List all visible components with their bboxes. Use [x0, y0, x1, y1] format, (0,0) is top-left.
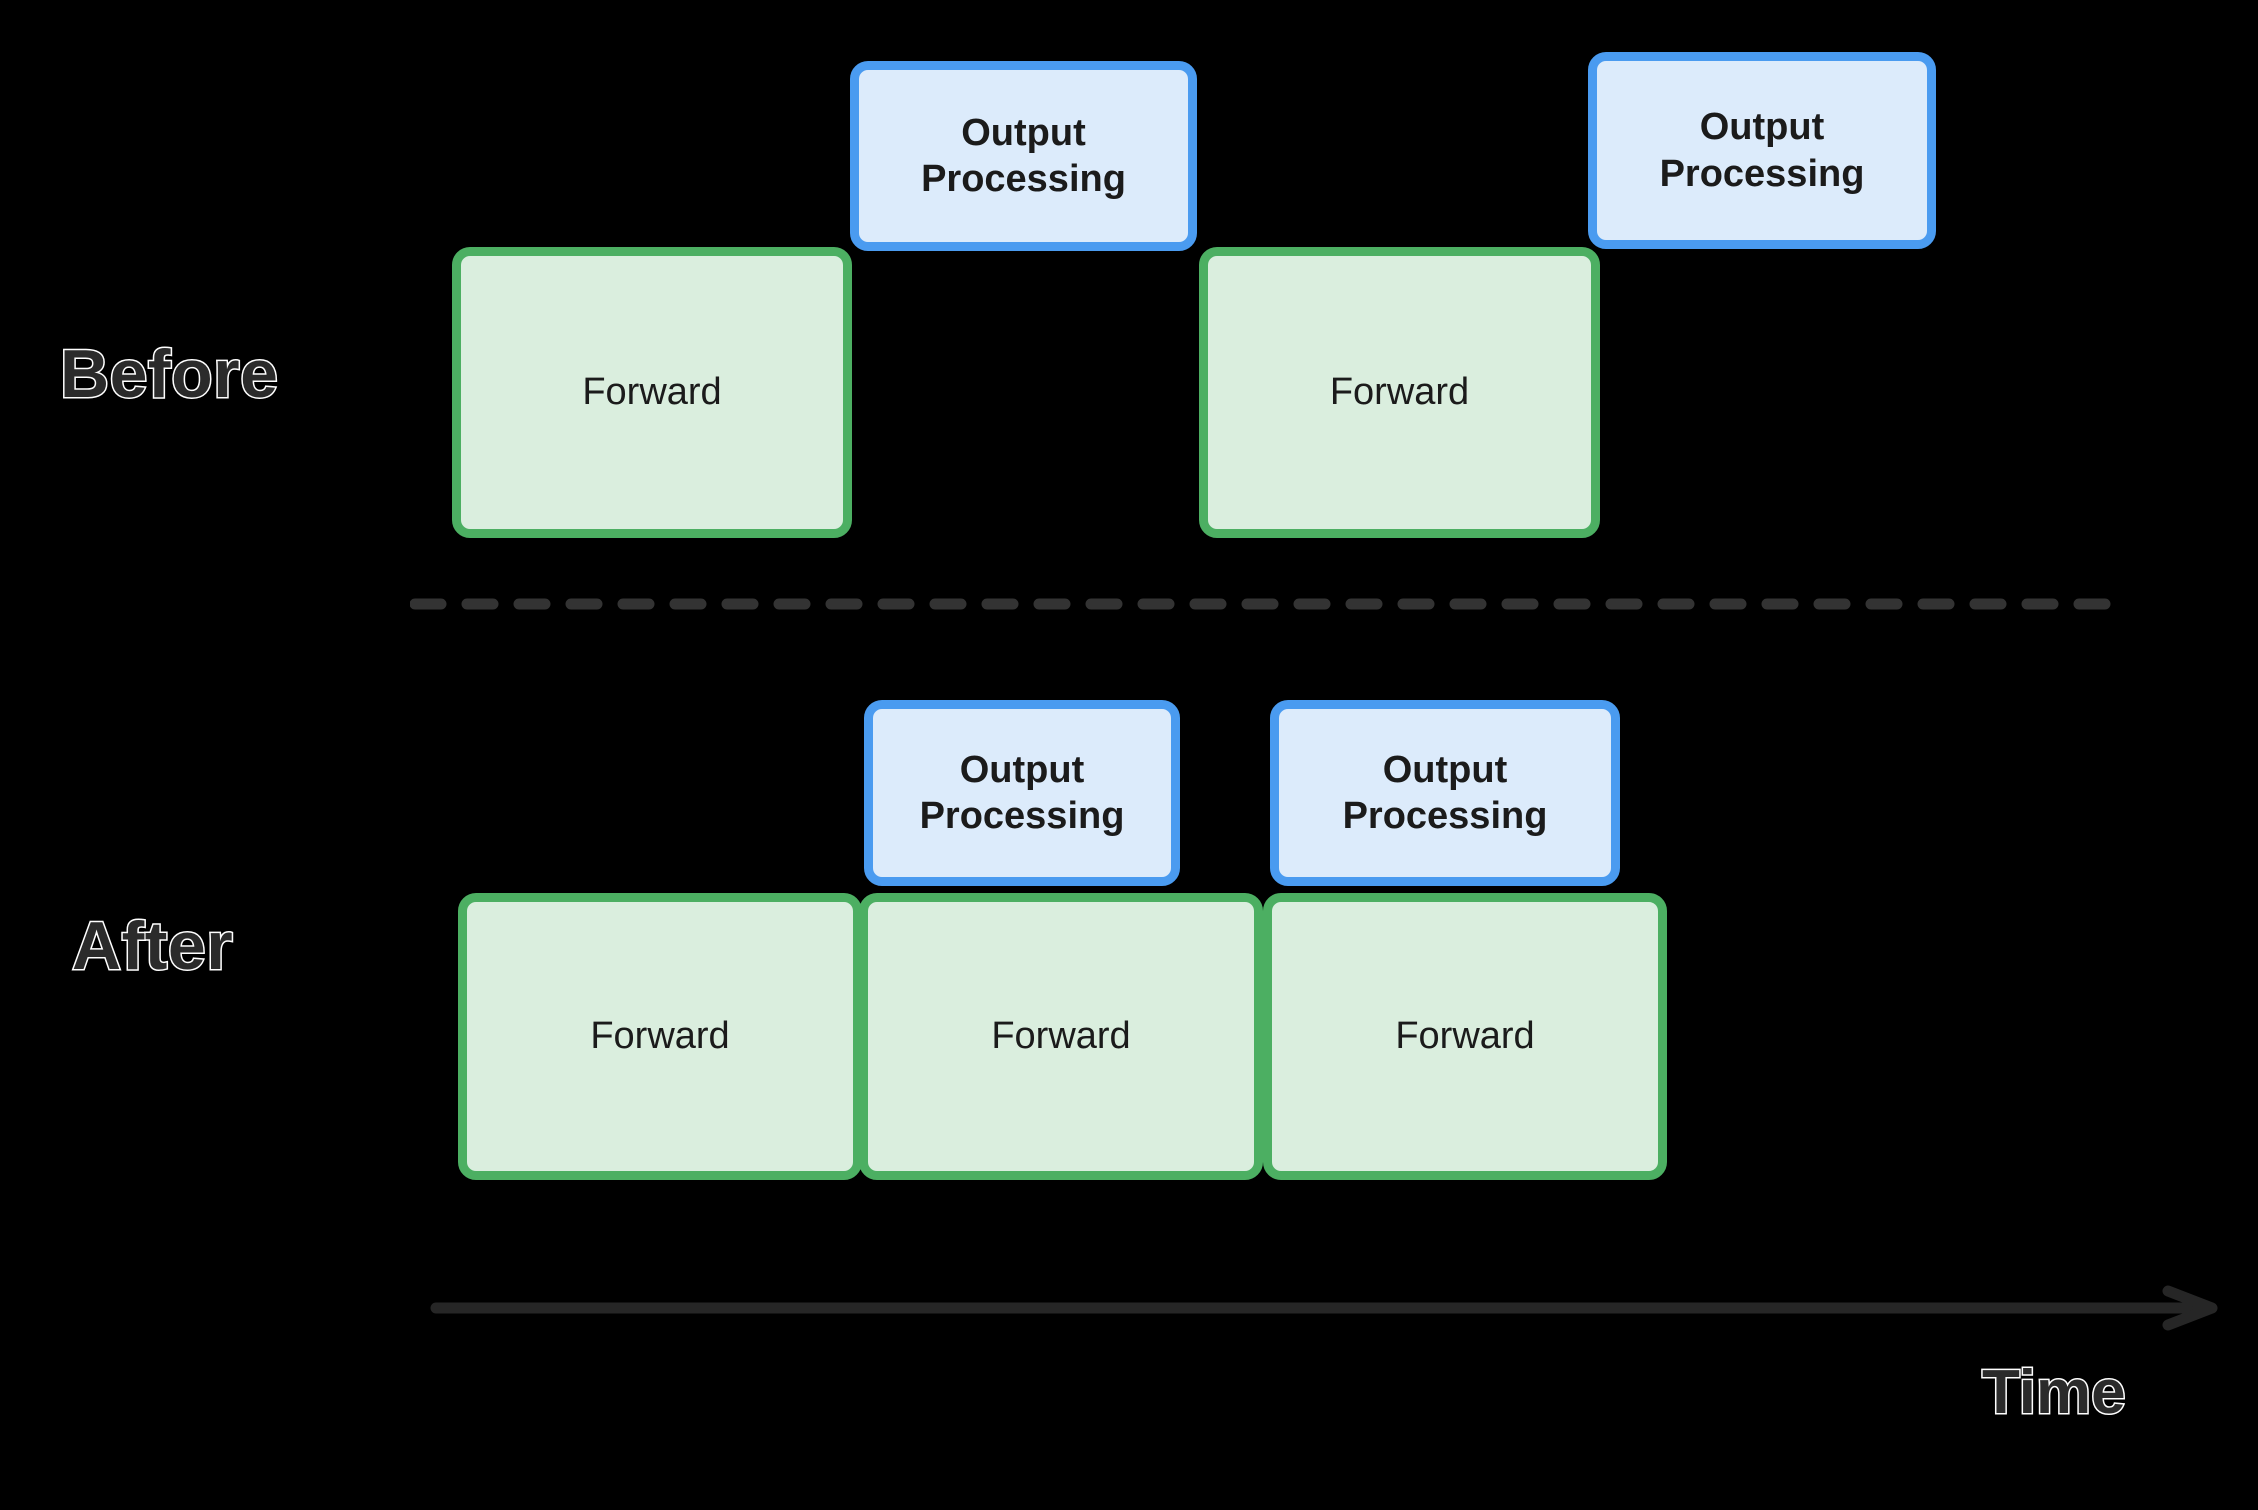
row-label-after: After — [70, 908, 234, 984]
row-label-before: Before — [58, 336, 279, 412]
output-processing-block-after-1-line2: Processing — [919, 795, 1125, 837]
time-axis-arrow-icon — [430, 1285, 2218, 1331]
forward-block-after-2-text: Forward — [991, 1015, 1131, 1058]
forward-block-before-2: Forward — [1199, 247, 1600, 538]
time-axis-arrowhead — [2162, 1285, 2218, 1331]
output-processing-block-before-1-line1: Output — [961, 111, 1086, 154]
output-processing-block-before-1-line2: Processing — [921, 158, 1126, 200]
forward-block-after-1-text: Forward — [590, 1015, 730, 1058]
output-processing-block-after-2-line2: Processing — [1342, 795, 1548, 837]
time-axis-label: Time — [1981, 1358, 2128, 1427]
section-divider — [410, 598, 2128, 610]
output-processing-block-before-2-line1: Output — [1699, 106, 1825, 149]
output-processing-block-after-2-line1: Output — [1382, 748, 1508, 791]
forward-block-before-2-text: Forward — [1329, 371, 1470, 414]
forward-block-after-2: Forward — [859, 893, 1263, 1180]
forward-block-before-1-text: Forward — [582, 371, 722, 414]
forward-block-after-3: Forward — [1263, 893, 1667, 1180]
output-processing-block-after-1-line1: Output — [959, 748, 1085, 791]
output-processing-block-before-2-line2: Processing — [1659, 152, 1865, 195]
forward-block-after-1: Forward — [458, 893, 862, 1180]
forward-block-after-3-text: Forward — [1395, 1015, 1535, 1058]
forward-block-before-1: Forward — [452, 247, 852, 538]
